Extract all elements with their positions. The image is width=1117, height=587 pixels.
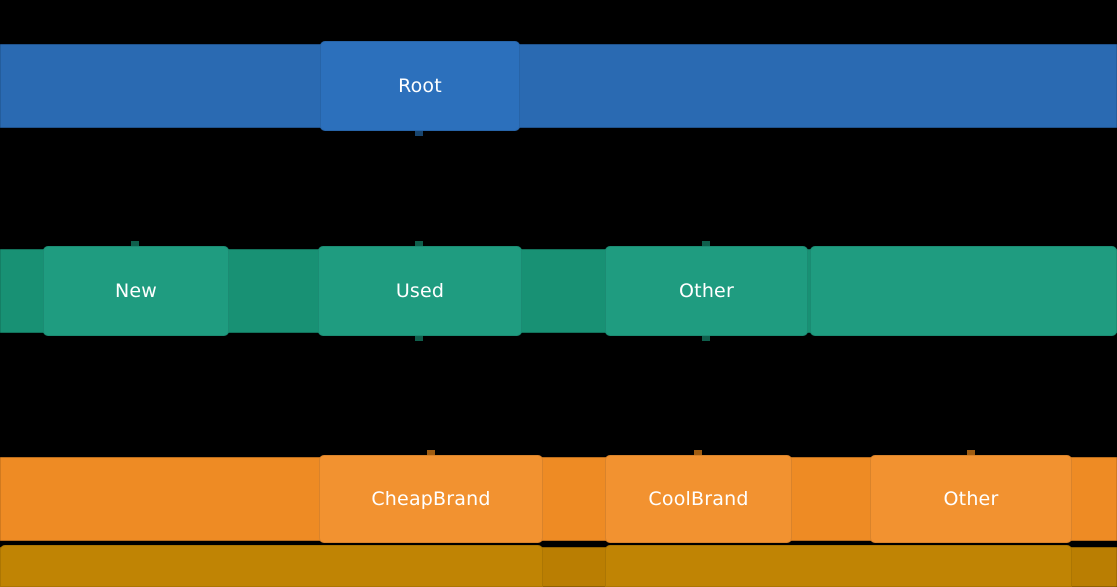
connector-stub — [967, 450, 975, 455]
connector-stub — [415, 131, 423, 136]
node-root[interactable]: Root — [320, 41, 520, 131]
connector-stub — [415, 241, 423, 246]
level-cutoff-segment[interactable] — [0, 545, 543, 587]
connector-stub — [415, 336, 423, 341]
node-new[interactable]: New — [43, 246, 229, 336]
node-used[interactable]: Used — [318, 246, 522, 336]
level-condition-segment[interactable] — [810, 246, 1117, 336]
level-root-band — [0, 44, 1117, 128]
connector-stub — [702, 241, 710, 246]
connector-stub — [427, 450, 435, 455]
connector-stub — [702, 336, 710, 341]
connector-stub — [694, 450, 702, 455]
node-other[interactable]: Other — [870, 455, 1072, 543]
node-other[interactable]: Other — [605, 246, 808, 336]
node-coolbrand[interactable]: CoolBrand — [605, 455, 792, 543]
node-cheapbrand[interactable]: CheapBrand — [319, 455, 543, 543]
connector-stub — [131, 241, 139, 246]
level-cutoff-segment[interactable] — [605, 545, 1072, 587]
